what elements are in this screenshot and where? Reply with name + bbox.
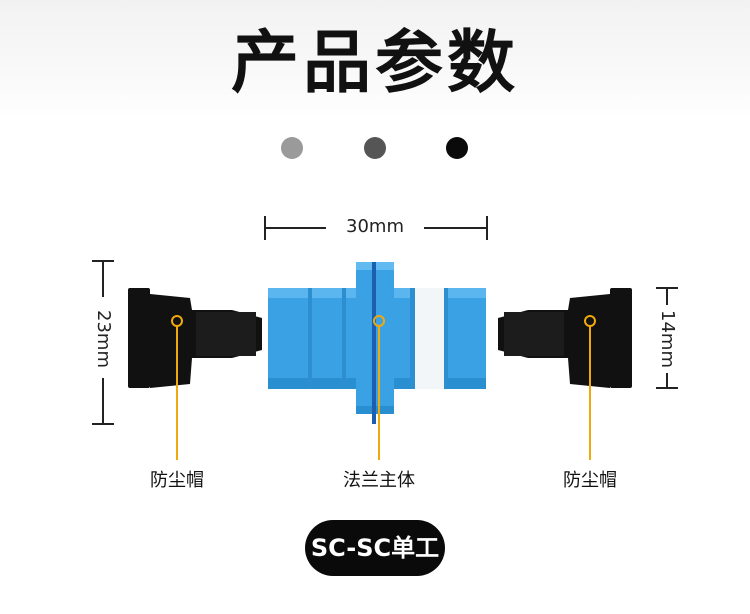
label-left-dust-cap: 防尘帽 xyxy=(150,470,204,491)
right-height-dimension-text: 14mm xyxy=(657,310,678,368)
callout-center xyxy=(373,315,385,460)
page-title: 产品参数 xyxy=(230,24,519,103)
indicator-dot-2 xyxy=(364,137,386,159)
width-dimension-line xyxy=(264,216,488,240)
width-dimension-text: 30mm xyxy=(346,216,404,237)
left-height-dimension-text: 23mm xyxy=(93,310,114,368)
flange-body xyxy=(268,262,486,424)
indicator-dot-3 xyxy=(446,137,468,159)
right-height-dimension-line xyxy=(656,287,678,389)
left-dust-cap xyxy=(128,288,262,388)
left-height-dimension-line xyxy=(92,260,114,425)
right-dust-cap xyxy=(498,288,632,388)
callout-right xyxy=(584,315,596,460)
header-band xyxy=(0,0,750,120)
callout-left xyxy=(171,315,183,460)
indicator-dot-1 xyxy=(281,137,303,159)
label-flange-body: 法兰主体 xyxy=(343,470,415,491)
label-right-dust-cap: 防尘帽 xyxy=(563,470,617,491)
connector-type-badge: SC-SC单工 xyxy=(305,520,445,576)
